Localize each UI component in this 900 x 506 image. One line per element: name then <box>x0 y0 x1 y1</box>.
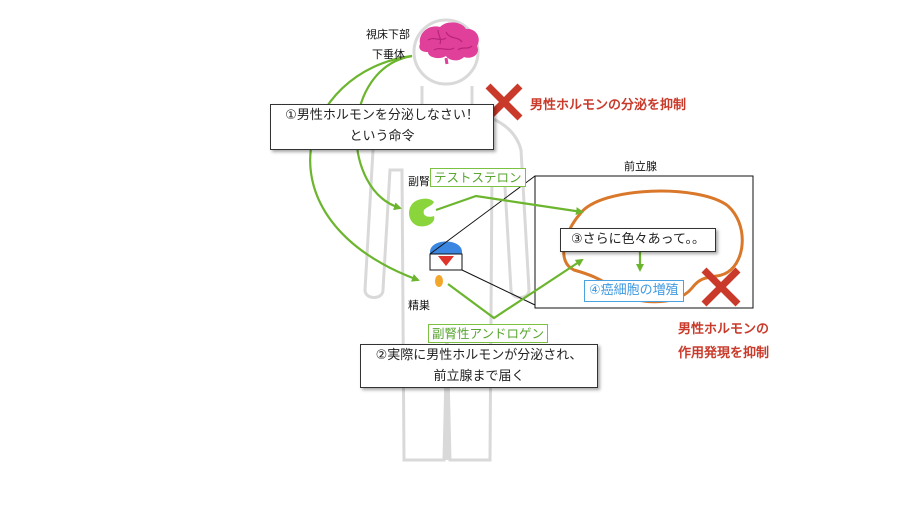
arrow-adrenal-to-prostate <box>435 194 584 216</box>
testis-icon <box>435 275 443 287</box>
step3-box: ③さらに色々あって。。 <box>560 228 716 252</box>
step2-line2: 前立腺まで届く <box>433 369 525 384</box>
body-silhouette <box>363 18 531 462</box>
prostate-outline <box>562 189 744 304</box>
arrow-pituitary-to-testis <box>309 54 420 282</box>
step1-line2: という命令 <box>349 129 415 144</box>
inhibit-cross-icon <box>701 267 741 307</box>
bladder-prostate-icon <box>429 241 463 271</box>
step2-line1: ②実際に男性ホルモンが分泌され、 <box>375 348 583 363</box>
label-adrenal: 副腎 <box>408 175 430 188</box>
inhibit-secretion-label: 男性ホルモンの分泌を抑制 <box>530 98 687 113</box>
arrow-testis-to-prostate <box>447 258 584 320</box>
zoom-line-top <box>429 175 536 255</box>
step1-line1: ①男性ホルモンを分泌しなさい！ <box>285 108 479 123</box>
step1-box: ①男性ホルモンを分泌しなさい！ という命令 <box>270 104 494 150</box>
inhibit-action-line2: 作用発現を抑制 <box>678 346 770 361</box>
label-testis: 精巣 <box>408 299 430 312</box>
label-hypothalamus: 視床下部 <box>366 28 410 41</box>
adrenal-gland-icon <box>409 198 435 227</box>
zoom-line-bottom <box>461 269 536 306</box>
inhibit-action-line1: 男性ホルモンの <box>678 322 770 337</box>
step2-box: ②実際に男性ホルモンが分泌され、 前立腺まで届く <box>360 344 598 388</box>
step4-box: ④癌細胞の増殖 <box>584 280 684 302</box>
label-prostate: 前立腺 <box>624 160 657 173</box>
brain-icon <box>419 22 479 65</box>
hormone-testosterone: テストステロン <box>430 168 526 187</box>
label-pituitary: 下垂体 <box>372 48 405 61</box>
hormone-adrenal-androgen: 副腎性アンドロゲン <box>428 324 549 343</box>
